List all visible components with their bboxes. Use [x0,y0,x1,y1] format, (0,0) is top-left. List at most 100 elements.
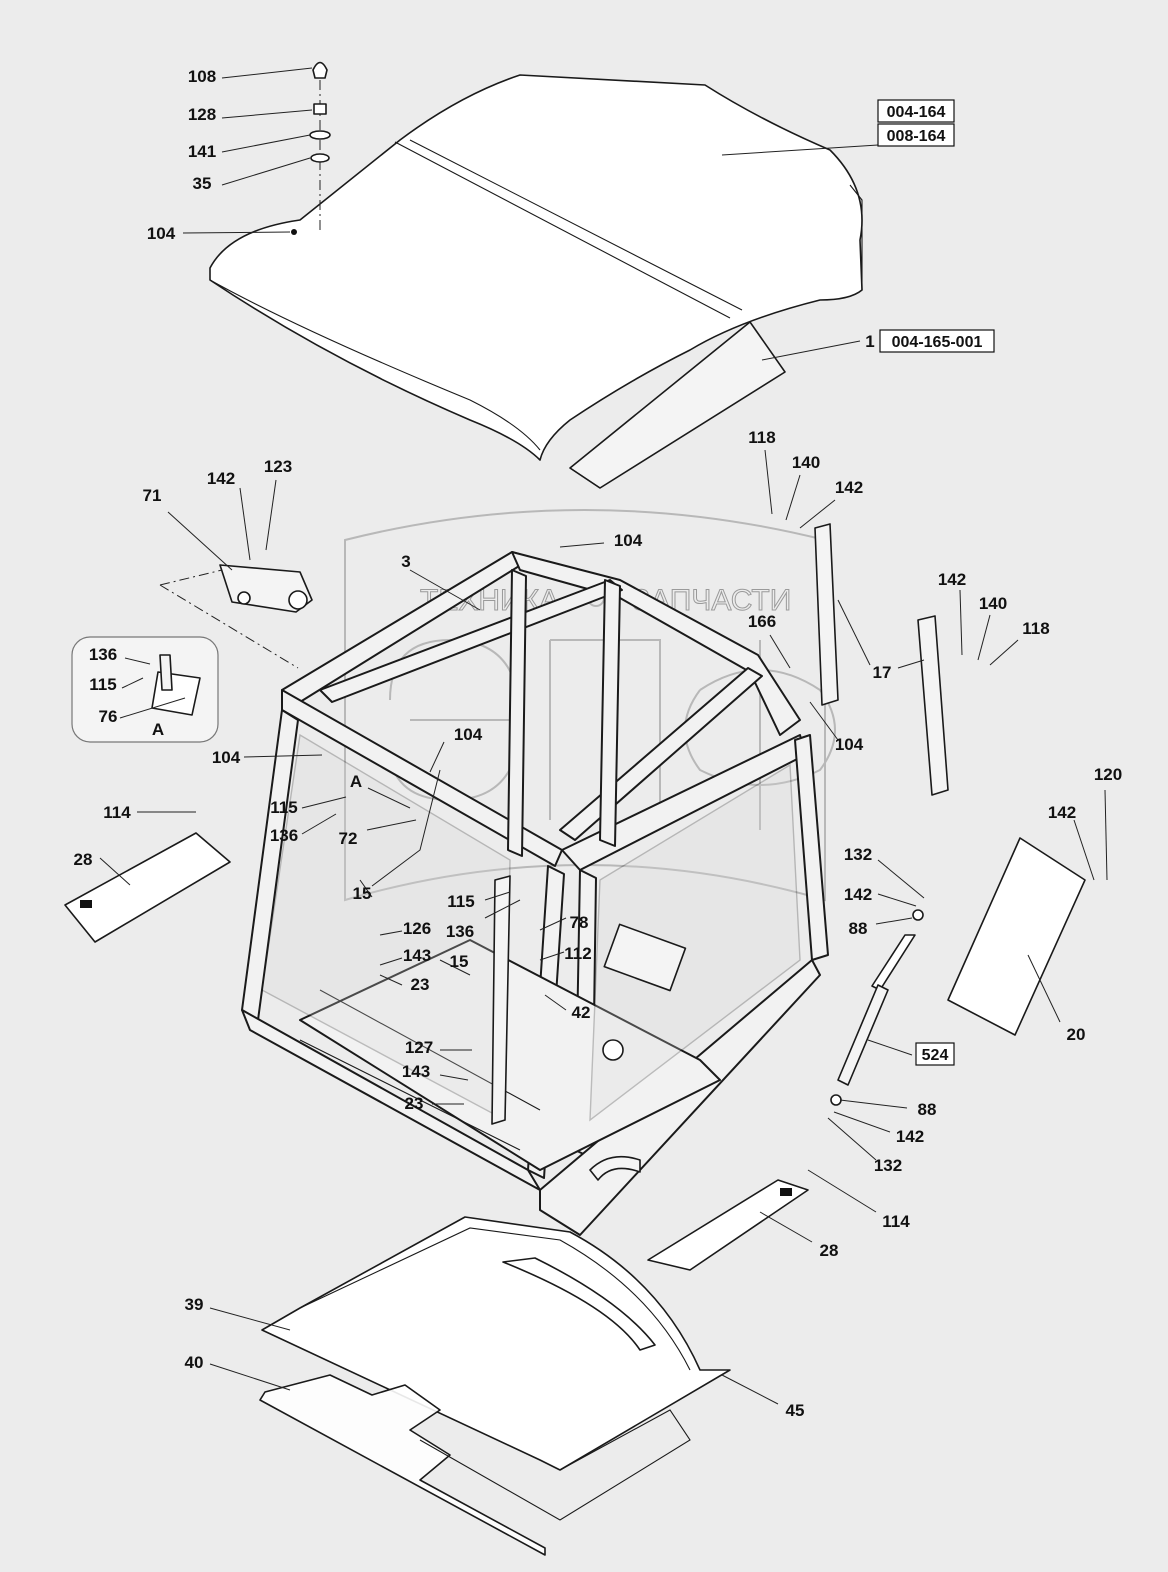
panel-28-left-body [64,832,231,943]
callout-39-label: 39 [185,1295,204,1314]
callout-142-label: 142 [207,469,235,488]
frame-pillar-rear-right [794,734,829,961]
panel-20-body [947,837,1086,1036]
callout-104-label: 104 [835,735,864,754]
wiper-axis-line [159,584,299,669]
callout-118-label: 118 [1022,619,1049,638]
callout-142-label: 142 [844,885,872,904]
callout-143-label: 143 [402,1062,430,1081]
washer-2-icon [310,153,330,163]
wiper-axis-line-2 [159,569,223,586]
callout-20-label: 20 [1067,1025,1086,1044]
frame-pillar-rear-center [599,579,621,847]
callout-118-label: 118 [748,428,775,447]
callout-23-label: 23 [405,1094,424,1113]
rear-strip-lower [917,615,949,796]
detail-mirror-arm [159,654,173,691]
leader-lines [99,67,1108,1405]
callout-120-label: 120 [1094,765,1122,784]
washer-icon [309,130,331,140]
callout-136-label: 136 [446,922,474,941]
callout-136-label: 136 [270,826,298,845]
strut-ball-top-icon [912,909,924,921]
detail-view-label: A [152,720,164,739]
rear-cover-panel [947,837,1086,1036]
nut-icon [291,229,297,235]
rear-strip-upper [814,523,839,706]
callout-114-label: 114 [882,1212,910,1231]
svg-text:524: 524 [922,1047,949,1064]
roof-shell [209,74,863,461]
cab-frame [241,551,829,1236]
callout-45-label: 45 [786,1401,805,1420]
callout-1-label: 1 [865,332,874,351]
strip-17-b [917,615,949,796]
callout-71-label: 71 [143,486,162,505]
panel-28-left-clip [80,900,92,908]
lower-handle [589,1155,641,1181]
strut-ball-bottom-icon [830,1094,842,1106]
callout-142-label: 142 [938,570,966,589]
callout-23-label: 23 [411,975,430,994]
callout-123-label: 123 [264,457,292,476]
callout-104-label: 104 [614,531,643,550]
floor-mat-39 [261,1216,731,1471]
callout-115-label: 115 [270,798,297,817]
watermark-badge [344,509,826,902]
frame-top-left-rail [281,689,563,867]
eye-bolt-icon [312,61,328,79]
callout-136-label: 136 [89,645,117,664]
panel-28-right-body [647,1179,809,1271]
callout-142-label: 142 [1048,803,1076,822]
callout-108-label: 108 [188,67,216,86]
callout-88-label: 88 [918,1100,937,1119]
callout-72-label: 72 [339,829,358,848]
frame-pillar-rear-left [507,569,527,857]
callout-28-label: 28 [74,850,93,869]
callout-128-label: 128 [188,105,216,124]
frame-top-rear-rail [511,551,801,736]
detail-mirror-plate [151,671,201,716]
floor-mats [259,1216,731,1556]
callout-132-label: 132 [844,845,872,864]
callout-112-label: 112 [564,944,591,963]
callout-140-label: 140 [979,594,1007,613]
gas-strut [830,909,924,1106]
wiper-motor-assembly [159,564,313,669]
eye-bolt-stack [291,61,331,235]
callout-132-label: 132 [874,1156,902,1175]
roof-front-edge [209,279,541,451]
mirror-mount-icon [602,1039,624,1061]
callout-104-label: 104 [454,725,483,744]
front-window [589,763,801,1122]
callout-35-label: 35 [193,174,212,193]
callout-143-label: 143 [403,946,431,965]
callout-17-label: 17 [873,663,892,682]
strut-cylinder [837,984,889,1086]
callout-166-label: 166 [748,612,776,631]
callout-127-label: 127 [405,1038,433,1057]
side-panel-left [64,832,231,943]
sun-visor [569,321,786,489]
frame-base-rear [299,939,721,1171]
callout-15-label: 15 [450,952,469,971]
bolt-icon [313,103,327,115]
callout-78-label: 78 [570,913,589,932]
door-seal-strip [491,875,511,1125]
ref-box-004-164: 004-164 [877,99,955,123]
callout-15-label: 15 [353,884,372,903]
callout-141-label: 141 [188,142,216,161]
svg-text:004-165-001: 004-165-001 [892,334,983,351]
svg-text:004-164: 004-164 [887,104,946,121]
callout-115-label: 115 [447,892,474,911]
wiper-bracket-icon [237,591,251,605]
roof-rear-flange [849,184,863,290]
floor-mat-39-inner [299,1227,691,1371]
callout-28-label: 28 [820,1241,839,1260]
callout-126-label: 126 [403,919,431,938]
panel-28-right-clip [780,1188,792,1196]
detail-frame [71,636,219,743]
wiper-motor-cap-icon [288,590,308,610]
side-panel-right [647,1179,809,1271]
